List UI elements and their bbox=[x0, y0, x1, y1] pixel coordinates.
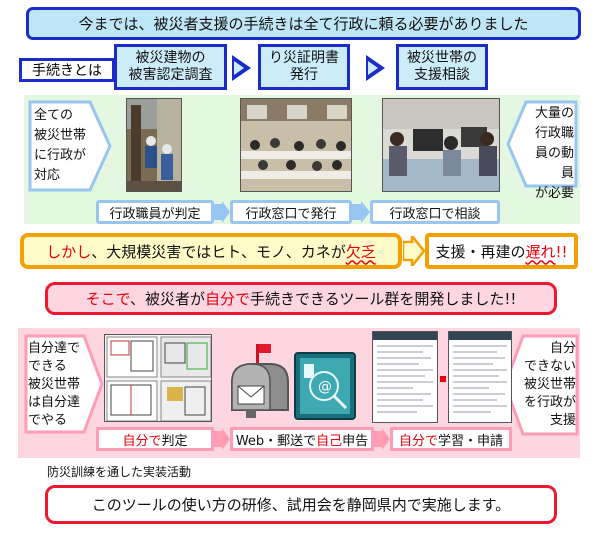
top-banner: 今までは、被災者支援の手続きは全て行政に頼る必要がありました bbox=[26, 7, 581, 40]
right-note-shape bbox=[506, 100, 578, 188]
result-lead: 支援・再建の bbox=[435, 242, 526, 261]
caption-red: 自分で bbox=[398, 433, 438, 449]
shortage-message: しかし、大規模災害ではヒト、モノ、カネが欠乏 bbox=[20, 233, 402, 269]
develop-lead: そこで bbox=[85, 290, 130, 308]
note-line: 被災世帯 bbox=[28, 377, 81, 392]
learning-screenshot bbox=[372, 331, 438, 423]
step-line: 被災建物の bbox=[135, 50, 206, 66]
footnote: 防災訓練を通した実装活動 bbox=[47, 465, 192, 479]
bottom-banner: このツールの使い方の研修、試用会を静岡県内で実施します。 bbox=[45, 485, 557, 524]
photo-field-survey bbox=[126, 98, 182, 192]
caption-web-mail-report: Web・郵送で自己申告 bbox=[230, 427, 374, 451]
note-line: が必要 bbox=[534, 186, 574, 201]
develop-body: 、被災者が bbox=[129, 290, 205, 308]
result-keyword: 遅れ bbox=[525, 242, 556, 261]
note-line: 全ての bbox=[34, 108, 74, 123]
caption-text: 自分で学習・申請 bbox=[399, 430, 503, 449]
result-text: 支援・再建の遅れ!! bbox=[435, 241, 567, 262]
caption-window-issue: 行政窓口で発行 bbox=[230, 200, 352, 224]
note-line: 支援 bbox=[549, 413, 576, 428]
caption-text: Web・郵送で自己申告 bbox=[236, 430, 368, 449]
note-line: できない bbox=[523, 359, 576, 374]
note-line: 被災世帯 bbox=[523, 377, 576, 392]
arrow-right-icon bbox=[214, 428, 230, 450]
caption-text: 行政窓口で発行 bbox=[245, 206, 337, 222]
caption-self-judge: 自分で判定 bbox=[96, 427, 214, 451]
arrow-right-icon bbox=[403, 236, 425, 266]
application-screenshot bbox=[448, 331, 512, 423]
step-line: 支援相談 bbox=[414, 67, 470, 83]
step-support-consultation: 被災世帯の 支援相談 bbox=[396, 44, 488, 90]
note-line: でやる bbox=[28, 413, 68, 428]
develop-text: そこで、被災者が自分で手続きできるツール群を開発しました!! bbox=[86, 288, 517, 309]
step-line: 被害認定調査 bbox=[128, 67, 213, 83]
note-line: 対応 bbox=[34, 168, 61, 183]
note-line: 大量の bbox=[534, 106, 574, 121]
link-marker bbox=[440, 376, 446, 382]
photo-consultation bbox=[382, 98, 500, 192]
right-note2: 自分 できない 被災世帯 を行政が 支援 bbox=[518, 340, 576, 430]
mailbox-icon bbox=[231, 344, 289, 418]
shortage-keyword: 欠乏 bbox=[345, 242, 376, 261]
arrow-right-icon bbox=[352, 201, 370, 223]
develop-keyword: 自分で bbox=[204, 290, 250, 308]
caption-black: Web・郵送で bbox=[235, 433, 317, 449]
caption-black: 判定 bbox=[161, 433, 188, 449]
procedure-label-text: 手続きとは bbox=[32, 63, 102, 79]
step-line: 被災世帯の bbox=[407, 50, 477, 66]
caption-black: 学習・申請 bbox=[438, 433, 504, 449]
arrow-right-icon bbox=[374, 428, 390, 450]
bottom-banner-text: このツールの使い方の研修、試用会を静岡県内で実施します。 bbox=[91, 496, 511, 514]
arrow-right-icon bbox=[214, 201, 230, 223]
right-note: 大量の 行政職 員の動員 が必要 bbox=[526, 104, 574, 204]
shortage-text: しかし、大規模災害ではヒト、モノ、カネが欠乏 bbox=[46, 241, 375, 262]
caption-staff-judge: 行政職員が判定 bbox=[96, 200, 214, 224]
left-note: 全ての 被災世帯 に行政が 対応 bbox=[34, 106, 92, 186]
shortage-lead: しかし bbox=[46, 242, 92, 261]
shortage-body: 、大規模災害ではヒト、モノ、カネが bbox=[91, 242, 346, 261]
note-line: に行政が bbox=[34, 148, 87, 163]
note-line: 自分 bbox=[549, 341, 576, 356]
note-line: 行政職 bbox=[534, 126, 574, 141]
left-note2: 自分達で できる 被災世帯 は自分達 でやる bbox=[28, 340, 88, 430]
left-note-shape bbox=[28, 100, 112, 192]
note-line: 被災世帯 bbox=[34, 128, 87, 143]
floorplan-images bbox=[104, 334, 212, 422]
photo-office-window bbox=[240, 98, 352, 192]
caption-red: 自分で bbox=[122, 433, 162, 449]
note-line: できる bbox=[28, 359, 67, 374]
arrow-right-icon bbox=[232, 55, 251, 81]
delay-result: 支援・再建の遅れ!! bbox=[425, 233, 578, 269]
web-submission-icon: @ bbox=[294, 352, 356, 420]
caption-black: 申告 bbox=[342, 433, 369, 449]
step-line: り災証明書 bbox=[269, 50, 339, 66]
svg-text:@: @ bbox=[318, 379, 332, 395]
note-line: 自分達で bbox=[28, 341, 81, 356]
caption-window-consult: 行政窓口で相談 bbox=[370, 200, 500, 224]
step-damage-survey: 被災建物の 被害認定調査 bbox=[114, 44, 227, 90]
step-line: 発行 bbox=[290, 67, 318, 83]
result-exclaim: !! bbox=[555, 242, 568, 261]
procedure-label: 手続きとは bbox=[19, 58, 115, 82]
note-line: を行政が bbox=[523, 395, 576, 410]
develop-banner: そこで、被災者が自分で手続きできるツール群を開発しました!! bbox=[45, 282, 557, 315]
note-line: 員の動員 bbox=[534, 146, 574, 181]
develop-tail: 手続きできるツール群を開発しました!! bbox=[250, 290, 517, 308]
top-banner-text: 今までは、被災者支援の手続きは全て行政に頼る必要がありました bbox=[78, 15, 529, 33]
step-certificate-issue: り災証明書 発行 bbox=[258, 44, 350, 90]
left-note2-shape bbox=[24, 334, 104, 434]
caption-text: 行政窓口で相談 bbox=[389, 206, 481, 222]
note-line: は自分達 bbox=[28, 395, 81, 410]
caption-red: 自己 bbox=[316, 433, 343, 449]
caption-text: 行政職員が判定 bbox=[109, 206, 201, 222]
caption-text: 自分で判定 bbox=[122, 430, 187, 449]
caption-self-learn-apply: 自分で学習・申請 bbox=[390, 427, 512, 451]
arrow-right-icon bbox=[366, 55, 385, 81]
